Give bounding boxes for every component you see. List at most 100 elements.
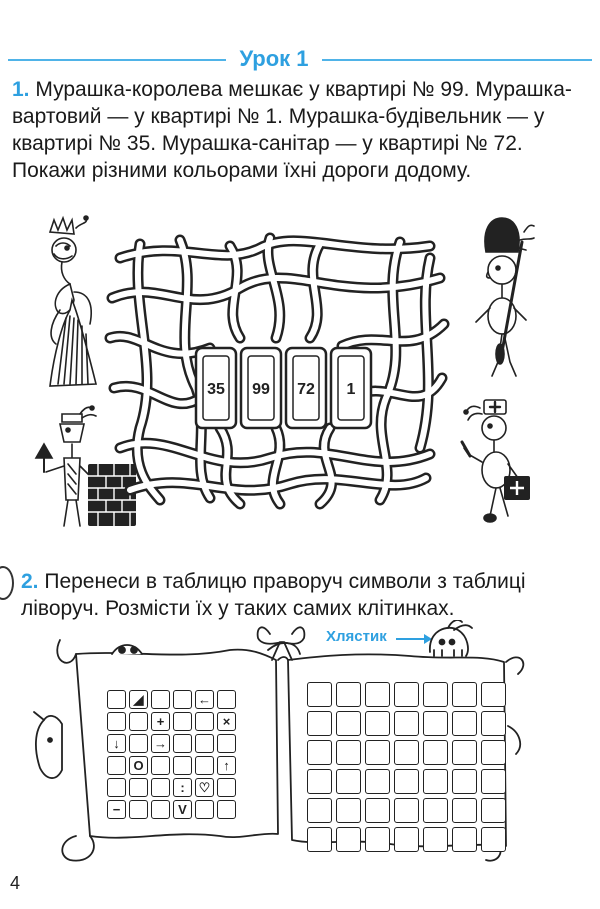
grid-cell bbox=[195, 800, 214, 819]
grid-cell-colon: : bbox=[173, 778, 192, 797]
circle-icon: O bbox=[133, 758, 144, 773]
minus-icon: − bbox=[112, 802, 121, 817]
empty-cell[interactable] bbox=[307, 682, 332, 707]
task-2-number: 2. bbox=[21, 570, 39, 593]
empty-cell[interactable] bbox=[423, 798, 448, 823]
maze-door: 72 bbox=[284, 346, 328, 430]
empty-cell[interactable] bbox=[394, 711, 419, 736]
empty-cell[interactable] bbox=[336, 711, 361, 736]
empty-cell[interactable] bbox=[481, 798, 506, 823]
empty-cell[interactable] bbox=[481, 711, 506, 736]
target-empty-grid bbox=[307, 682, 506, 852]
grid-cell-check: V bbox=[173, 800, 192, 819]
grid-cell-heart: ♡ bbox=[195, 778, 214, 797]
empty-cell[interactable] bbox=[481, 827, 506, 852]
empty-cell[interactable] bbox=[423, 740, 448, 765]
grid-cell-circle: O bbox=[129, 756, 148, 775]
maze: 35 99 72 1 bbox=[104, 232, 450, 510]
empty-cell[interactable] bbox=[481, 740, 506, 765]
task-2: 2. Перенеси в таблицю праворуч символи з… bbox=[21, 568, 591, 622]
empty-cell[interactable] bbox=[394, 740, 419, 765]
empty-cell[interactable] bbox=[365, 798, 390, 823]
maze-door-number: 72 bbox=[297, 381, 315, 398]
grid-cell bbox=[173, 756, 192, 775]
empty-cell[interactable] bbox=[307, 827, 332, 852]
empty-cell[interactable] bbox=[336, 740, 361, 765]
empty-cell[interactable] bbox=[307, 769, 332, 794]
grid-cell bbox=[217, 800, 236, 819]
empty-cell[interactable] bbox=[365, 740, 390, 765]
empty-cell[interactable] bbox=[423, 682, 448, 707]
grid-cell bbox=[173, 690, 192, 709]
empty-cell[interactable] bbox=[336, 682, 361, 707]
maze-door: 99 bbox=[239, 346, 283, 430]
maze-doors: 35 99 72 1 bbox=[194, 346, 373, 430]
empty-cell[interactable] bbox=[452, 711, 477, 736]
empty-cell[interactable] bbox=[394, 798, 419, 823]
guard-ant-illustration bbox=[475, 217, 535, 377]
empty-cell[interactable] bbox=[452, 827, 477, 852]
heart-icon: ♡ bbox=[198, 780, 211, 795]
header-rule-right bbox=[322, 59, 592, 61]
grid-cell bbox=[217, 734, 236, 753]
empty-cell[interactable] bbox=[394, 769, 419, 794]
arrow-up-icon: ↑ bbox=[223, 758, 230, 773]
empty-cell[interactable] bbox=[423, 827, 448, 852]
empty-cell[interactable] bbox=[481, 682, 506, 707]
empty-cell[interactable] bbox=[307, 798, 332, 823]
grid-cell bbox=[129, 712, 148, 731]
grid-cell-arrow-down: ↓ bbox=[107, 734, 126, 753]
empty-cell[interactable] bbox=[336, 798, 361, 823]
empty-cell[interactable] bbox=[307, 740, 332, 765]
arrow-down-icon: ↓ bbox=[113, 736, 120, 751]
empty-cell[interactable] bbox=[452, 798, 477, 823]
page-number: 4 bbox=[10, 873, 21, 893]
grid-cell-minus: − bbox=[107, 800, 126, 819]
grid-cell bbox=[107, 756, 126, 775]
empty-cell[interactable] bbox=[452, 769, 477, 794]
empty-cell[interactable] bbox=[394, 682, 419, 707]
plus-icon: + bbox=[156, 714, 165, 729]
grid-cell bbox=[129, 800, 148, 819]
maze-door: 35 bbox=[194, 346, 238, 430]
empty-cell[interactable] bbox=[336, 769, 361, 794]
grid-cell bbox=[129, 734, 148, 753]
cross-icon: × bbox=[222, 714, 231, 729]
task-2-text: Перенеси в таблицю праворуч символи з та… bbox=[21, 570, 526, 620]
empty-cell[interactable] bbox=[452, 682, 477, 707]
task-1-number: 1. bbox=[12, 78, 30, 101]
sanitar-ant-illustration bbox=[460, 399, 530, 523]
task-1: 1. Мурашка-королева мешкає у квартирі № … bbox=[12, 76, 588, 184]
empty-cell[interactable] bbox=[365, 711, 390, 736]
grid-cell bbox=[151, 800, 170, 819]
grid-cell bbox=[151, 778, 170, 797]
empty-cell[interactable] bbox=[336, 827, 361, 852]
arrow-left-icon: ← bbox=[198, 692, 211, 707]
grid-cell-arrow-left: ← bbox=[195, 690, 214, 709]
grid-cell-arrow-right: → bbox=[151, 734, 170, 753]
grid-cell bbox=[151, 756, 170, 775]
grid-cell bbox=[107, 712, 126, 731]
grid-cell bbox=[217, 778, 236, 797]
grid-cell bbox=[107, 690, 126, 709]
grid-cell bbox=[195, 734, 214, 753]
empty-cell[interactable] bbox=[307, 711, 332, 736]
empty-cell[interactable] bbox=[423, 769, 448, 794]
empty-cell[interactable] bbox=[452, 740, 477, 765]
empty-cell[interactable] bbox=[365, 769, 390, 794]
maze-door: 1 bbox=[329, 346, 373, 430]
grid-cell-cross: × bbox=[217, 712, 236, 731]
empty-cell[interactable] bbox=[365, 682, 390, 707]
empty-cell[interactable] bbox=[423, 711, 448, 736]
queen-ant-illustration bbox=[48, 215, 98, 387]
colon-icon: : bbox=[180, 780, 185, 795]
maze-door-number: 35 bbox=[207, 381, 225, 398]
grid-cell-triangle: ◢ bbox=[129, 690, 148, 709]
empty-cell[interactable] bbox=[394, 827, 419, 852]
character-label: Хлястик bbox=[326, 628, 387, 645]
source-symbols-grid: ◢ ← + × ↓ → O ↑ : ♡ − V bbox=[107, 690, 236, 819]
empty-cell[interactable] bbox=[365, 827, 390, 852]
empty-cell[interactable] bbox=[481, 769, 506, 794]
grid-cell bbox=[195, 712, 214, 731]
